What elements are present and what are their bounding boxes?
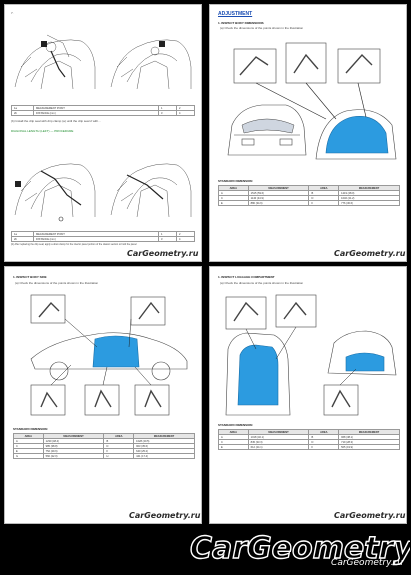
- side-body-diagram: [30, 294, 188, 416]
- spec-heading: STANDARD DIMENSION: [218, 423, 253, 427]
- engine-bay-diagram-4: [110, 163, 192, 218]
- engine-bay-diagram-3: [14, 163, 96, 222]
- manual-page-3: 1. INSPECT BODY SIDE (a) Check the dimen…: [4, 266, 202, 524]
- cargeometry-logo: CarGeometry: [189, 530, 410, 566]
- subtitle: 1. INSPECT LUGGAGE COMPARTMENT: [218, 275, 275, 279]
- logo-text: CarGeometry: [190, 531, 410, 566]
- spec-heading: STANDARD DIMENSION: [218, 179, 253, 183]
- manual-page-4: 1. INSPECT LUGGAGE COMPARTMENT (a) Check…: [209, 266, 407, 524]
- instruction-line: (a) Check the dimensions of the points s…: [220, 281, 304, 285]
- watermark-small: CarGeometry.ru: [334, 511, 406, 520]
- note-text: (b) Install the drip seal with drip clam…: [11, 119, 101, 123]
- step-label: 7.: [11, 11, 14, 15]
- subtitle: 1. INSPECT BODY SIDE: [13, 275, 47, 279]
- instruction-line: (a) Check the dimensions of the points s…: [220, 26, 304, 30]
- footnote: (b) After replacing the drip seal, apply…: [11, 243, 137, 246]
- instruction-line: (a) Check the dimensions of the points s…: [15, 281, 99, 285]
- watermark-small: CarGeometry.ru: [129, 511, 201, 520]
- rear-body-diagram: [227, 42, 397, 160]
- section-heading-green: DIAGONAL LENGTH (LEFT) — PROCEDURE: [11, 129, 74, 133]
- watermark-small: CarGeometry.ru: [127, 249, 199, 258]
- subtitle: 1. INSPECT BODY DIMENSIONS: [218, 21, 264, 25]
- spec-heading: STANDARD DIMENSION: [13, 427, 48, 431]
- page-title: ADJUSTMENT: [218, 11, 253, 17]
- footer-watermark: CarGeometry.ru: [331, 558, 403, 568]
- manual-page-2: ADJUSTMENT 1. INSPECT BODY DIMENSIONS (a…: [209, 4, 407, 262]
- engine-bay-diagram-2: [110, 39, 192, 90]
- luggage-compartment-diagram: [225, 294, 397, 416]
- watermark-small: CarGeometry.ru: [334, 249, 406, 258]
- engine-bay-diagram-1: [14, 34, 96, 90]
